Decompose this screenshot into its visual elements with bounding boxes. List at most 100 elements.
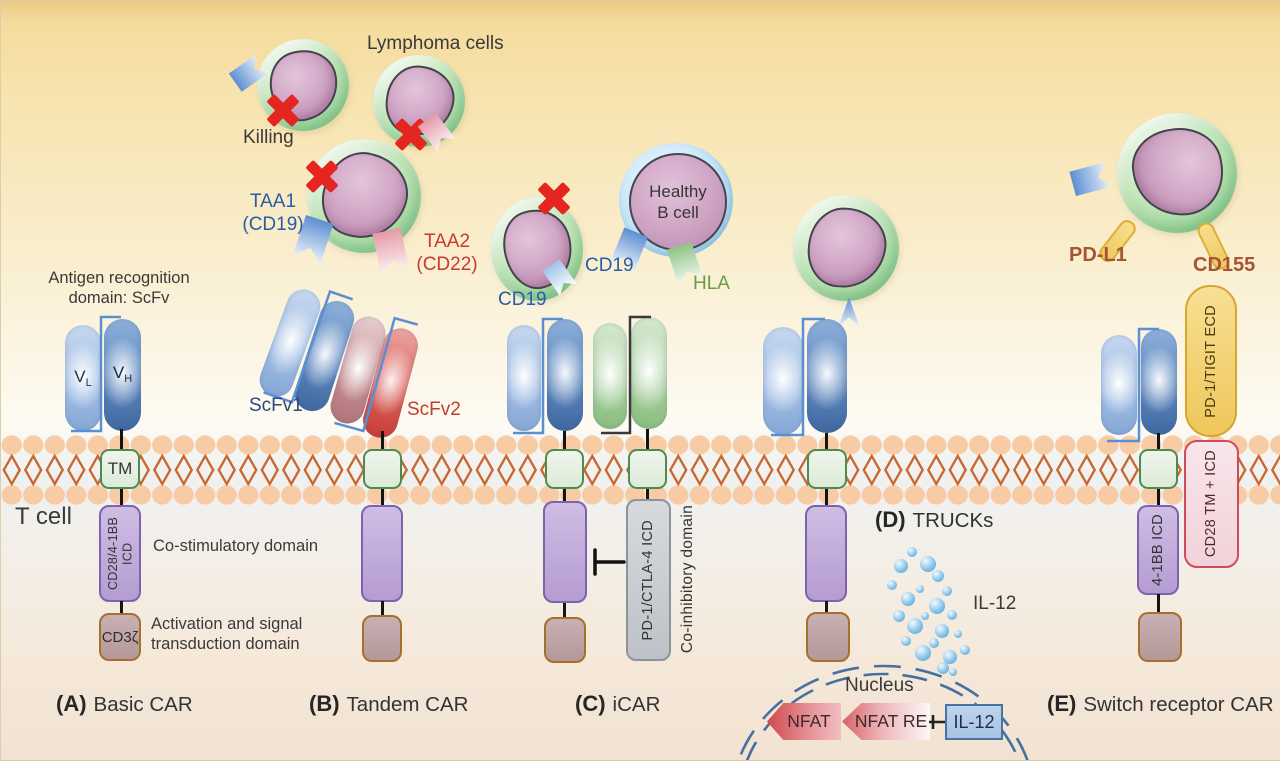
receptor-stem bbox=[563, 603, 566, 617]
antigen-domain-label: Antigen recognition domain: ScFv bbox=[48, 269, 190, 307]
il12-dot bbox=[960, 645, 970, 655]
scfv-capsule bbox=[1141, 329, 1177, 435]
cd3zeta-box bbox=[362, 615, 402, 662]
tm-domain-box bbox=[628, 449, 667, 489]
receptor-stem bbox=[1157, 489, 1160, 507]
il12-dot bbox=[894, 559, 908, 573]
receptor-stem bbox=[646, 429, 649, 449]
receptor-stem bbox=[381, 489, 384, 507]
cd28-tm-icd-box: CD28 TM + ICD bbox=[1184, 440, 1239, 568]
nfat-arrow: NFAT bbox=[767, 703, 841, 740]
cd3zeta-box bbox=[544, 617, 586, 663]
scfv-capsule bbox=[807, 319, 847, 433]
receptor-stem bbox=[1157, 433, 1160, 449]
il12-dot bbox=[935, 624, 949, 638]
killing-x-icon bbox=[535, 179, 573, 217]
cd19-healthy-label: CD19 bbox=[585, 255, 634, 276]
il12-dot bbox=[887, 580, 897, 590]
cd155-label: CD155 bbox=[1193, 254, 1256, 276]
scfv-capsule bbox=[547, 319, 583, 431]
cd3zeta-box bbox=[806, 612, 850, 662]
panel-b-caption: (B) Tandem CAR bbox=[309, 691, 469, 716]
cd3zeta-box bbox=[1138, 612, 1182, 662]
scfv-bracket bbox=[771, 317, 825, 437]
receptor-stem bbox=[120, 601, 123, 614]
receptor-stem bbox=[563, 489, 566, 503]
receptor-stem bbox=[825, 489, 828, 507]
scfv-bracket bbox=[71, 315, 121, 433]
tm-domain-box bbox=[807, 449, 847, 489]
vh-label: VH bbox=[112, 363, 133, 385]
taa1-label: TAA1 (CD19) bbox=[242, 191, 304, 235]
hla-ribbon-icon bbox=[666, 241, 703, 286]
taa2-ribbon-icon bbox=[372, 227, 410, 275]
receptor-stem bbox=[563, 431, 566, 449]
lymphoma-cells-label: Lymphoma cells bbox=[367, 33, 504, 54]
killing-label: Killing bbox=[243, 127, 294, 148]
41bb-icd-box: 4-1BB ICD bbox=[1137, 505, 1179, 595]
activation-domain-label: Activation and signal transduction domai… bbox=[151, 615, 303, 653]
il12-dot bbox=[932, 570, 944, 582]
scfv-capsule bbox=[763, 327, 803, 435]
scfv-bracket bbox=[1107, 327, 1159, 443]
icar-capsule bbox=[631, 317, 667, 429]
receptor-stem bbox=[825, 601, 828, 613]
scfv-bracket bbox=[334, 316, 419, 433]
scfv2-label: ScFv2 bbox=[407, 399, 461, 420]
coinhibitory-domain-label: Co-inhibitory domain bbox=[679, 504, 697, 654]
il12-dot bbox=[915, 645, 931, 661]
tm-domain-box: TM bbox=[100, 449, 140, 489]
pd1-tigit-ecd-box: PD-1/TIGIT ECD bbox=[1185, 285, 1237, 437]
nfat-re-arrow: NFAT RE bbox=[842, 703, 930, 740]
receptor-stem bbox=[646, 489, 649, 499]
panel-a-caption: (A) Basic CAR bbox=[56, 691, 193, 716]
il12-label: IL-12 bbox=[973, 593, 1017, 614]
pdl1-ribbon-icon bbox=[1069, 162, 1112, 197]
healthy-b-cell-body: Healthy B cell bbox=[629, 153, 727, 251]
scfv-capsule bbox=[1101, 335, 1137, 435]
receptor-stem bbox=[825, 433, 828, 449]
panel-d-caption: (D) TRUCKs bbox=[875, 507, 994, 532]
lymphoma-cell-trucks bbox=[793, 195, 899, 301]
costimulatory-domain-box bbox=[361, 505, 403, 602]
il12-dot bbox=[893, 610, 905, 622]
t-cell-label: T cell bbox=[15, 503, 72, 530]
taa2-label: TAA2 (CD22) bbox=[416, 231, 478, 275]
il12-dot bbox=[943, 650, 957, 664]
il12-dot bbox=[901, 592, 915, 606]
tm-domain-box bbox=[363, 449, 402, 489]
cell-nucleus bbox=[803, 203, 890, 292]
il12-dot bbox=[929, 638, 939, 648]
taa1-ribbon-icon bbox=[293, 215, 334, 264]
tm-domain-box bbox=[545, 449, 584, 489]
scfv-bracket bbox=[513, 317, 563, 435]
coinhibitory-domain-box: PD-1/CTLA-4 ICD bbox=[626, 499, 671, 661]
killing-x-icon bbox=[264, 91, 302, 129]
nucleus-label: Nucleus bbox=[845, 675, 914, 696]
il12-dot bbox=[929, 598, 945, 614]
scfv-bracket bbox=[263, 289, 354, 404]
tm-domain-box bbox=[1139, 449, 1178, 489]
cd3zeta-box: CD3ζ bbox=[99, 613, 141, 661]
cell-nucleus bbox=[1125, 121, 1230, 224]
il12-dot bbox=[937, 662, 949, 674]
car-ribbon-icon bbox=[542, 259, 577, 297]
panel-c-caption: (C) iCAR bbox=[575, 691, 661, 716]
costimulatory-domain-box bbox=[543, 501, 587, 603]
il12-dot bbox=[907, 618, 923, 634]
costimulatory-domain-box bbox=[805, 505, 847, 602]
cd19-ribbon-icon bbox=[610, 227, 649, 272]
healthy-b-cell: Healthy B cell bbox=[619, 143, 733, 257]
car-ribbon-icon bbox=[417, 112, 456, 153]
vl-capsule: VL bbox=[65, 325, 101, 431]
il12-dot bbox=[954, 630, 962, 638]
killing-x-icon bbox=[303, 157, 341, 195]
il12-dot bbox=[947, 610, 957, 620]
car-chevron-icon bbox=[838, 297, 860, 327]
receptor-stem bbox=[381, 431, 384, 451]
inhibition-icon bbox=[593, 548, 626, 576]
lymphoma-cell-switch bbox=[1117, 113, 1237, 233]
cd19-tumor-label: CD19 bbox=[498, 289, 547, 310]
receptor-stem bbox=[1157, 594, 1160, 612]
